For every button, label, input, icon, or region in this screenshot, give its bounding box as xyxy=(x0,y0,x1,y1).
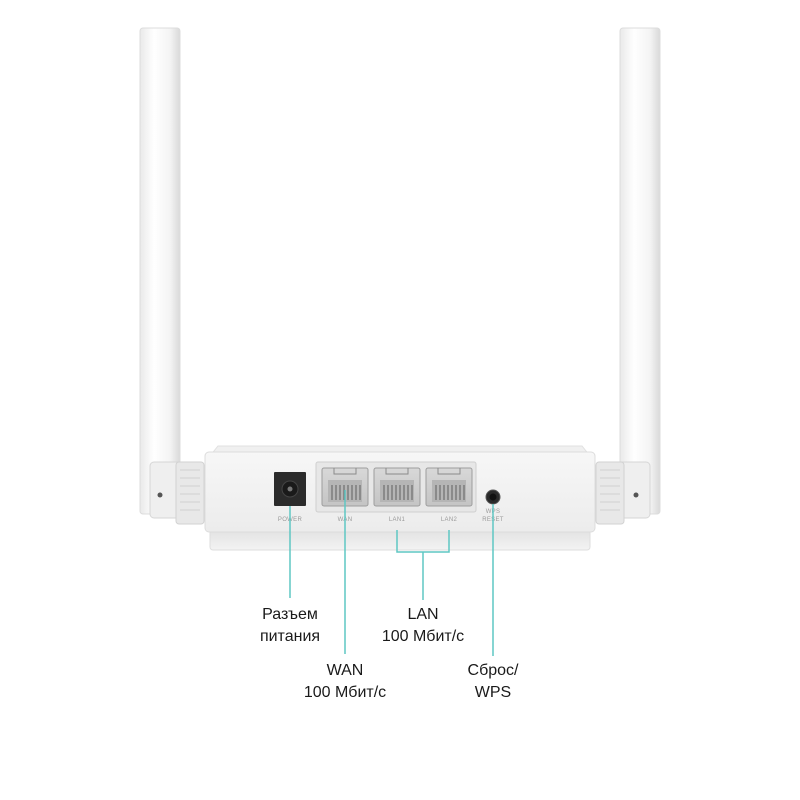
callout-leader-lines xyxy=(289,490,494,656)
lan1-port-label: LAN1 xyxy=(389,517,406,523)
lan1-port: LAN1 xyxy=(373,467,421,523)
wan-callout: WAN 100 Мбит/с xyxy=(290,660,400,704)
right-antenna xyxy=(595,27,661,525)
wps-callout-line2: WPS xyxy=(474,684,512,701)
wps-callout-line1: Сброс/ xyxy=(467,662,519,679)
wan-port: WAN xyxy=(321,467,369,523)
lan-callout-line1: LAN xyxy=(407,606,439,623)
left-antenna xyxy=(139,27,205,525)
lan2-port-label: LAN2 xyxy=(441,517,458,523)
power-callout-line1: Разъем xyxy=(262,606,318,623)
wps-callout: Сброс/ WPS xyxy=(453,660,533,704)
power-callout-line2: питания xyxy=(259,628,321,645)
lan-callout: LAN 100 Мбит/с xyxy=(368,604,478,648)
wan-callout-line2: 100 Мбит/с xyxy=(303,684,387,701)
lan-callout-line2: 100 Мбит/с xyxy=(381,628,465,645)
wan-callout-line1: WAN xyxy=(326,662,364,679)
lan2-port: LAN2 xyxy=(425,467,473,523)
power-callout: Разъем питания xyxy=(250,604,330,648)
